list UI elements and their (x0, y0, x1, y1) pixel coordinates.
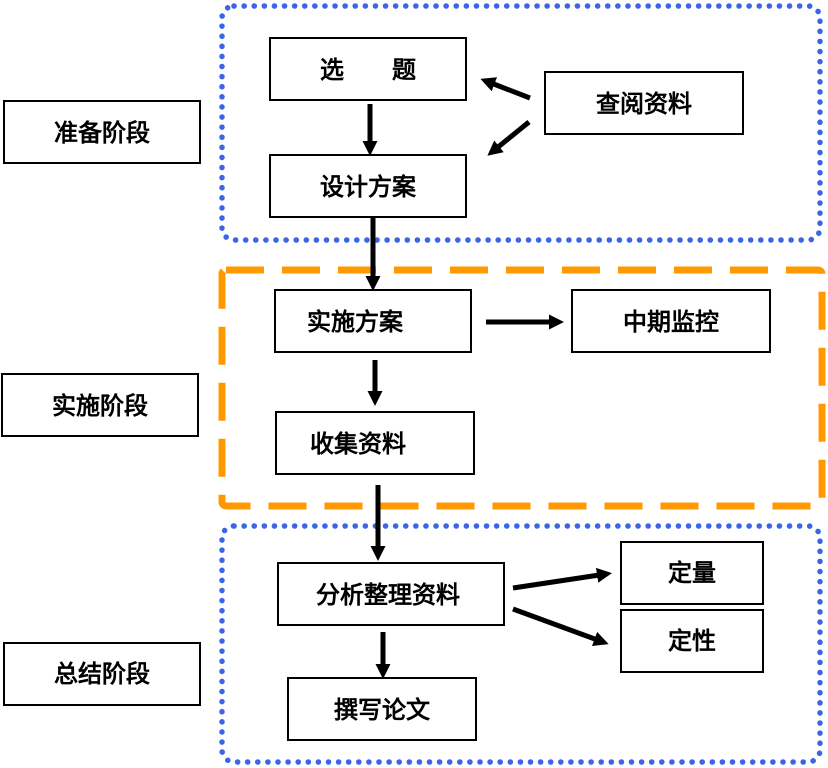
arrow-analyze-to-qualitative (512, 606, 609, 646)
step-collect-data: 收集资料 (275, 411, 475, 475)
summary-stage-frame (219, 523, 823, 765)
stage-label-summary-text: 总结阶段 (54, 660, 150, 688)
impl-stage-frame (218, 266, 826, 510)
prep-stage-frame (219, 3, 823, 243)
step-implement-plan-text: 实施方案 (307, 308, 404, 336)
step-collect-data-text: 收集资料 (310, 430, 406, 458)
step-midterm-monitoring-text: 中期监控 (623, 308, 719, 336)
step-quantitative: 定量 (620, 541, 764, 605)
step-topic-selection-text: 选 题 (320, 56, 416, 84)
step-topic-selection: 选 题 (269, 37, 467, 101)
step-qualitative-text: 定性 (668, 627, 716, 655)
arrow-analyze-to-quantitative (512, 567, 612, 591)
step-design-plan: 设计方案 (269, 154, 467, 218)
step-quantitative-text: 定量 (668, 559, 716, 587)
step-design-plan-text: 设计方案 (320, 173, 417, 201)
step-literature-review-text: 查阅资料 (596, 90, 692, 118)
stage-label-impl: 实施阶段 (1, 373, 199, 437)
stage-label-impl-text: 实施阶段 (52, 392, 148, 420)
step-analyze-data: 分析整理资料 (277, 562, 505, 626)
step-write-paper-text: 撰写论文 (334, 696, 431, 724)
step-implement-plan: 实施方案 (274, 289, 472, 353)
step-analyze-data-text: 分析整理资料 (316, 581, 460, 609)
step-write-paper: 撰写论文 (287, 677, 477, 741)
step-qualitative: 定性 (620, 609, 764, 673)
arrow-review-to-design (487, 120, 531, 156)
arrow-review-to-topic (480, 77, 531, 101)
stage-label-prep: 准备阶段 (3, 100, 201, 164)
stage-label-prep-text: 准备阶段 (54, 119, 150, 147)
step-midterm-monitoring: 中期监控 (571, 289, 771, 353)
stage-label-summary: 总结阶段 (3, 642, 201, 706)
step-literature-review: 查阅资料 (544, 71, 744, 135)
